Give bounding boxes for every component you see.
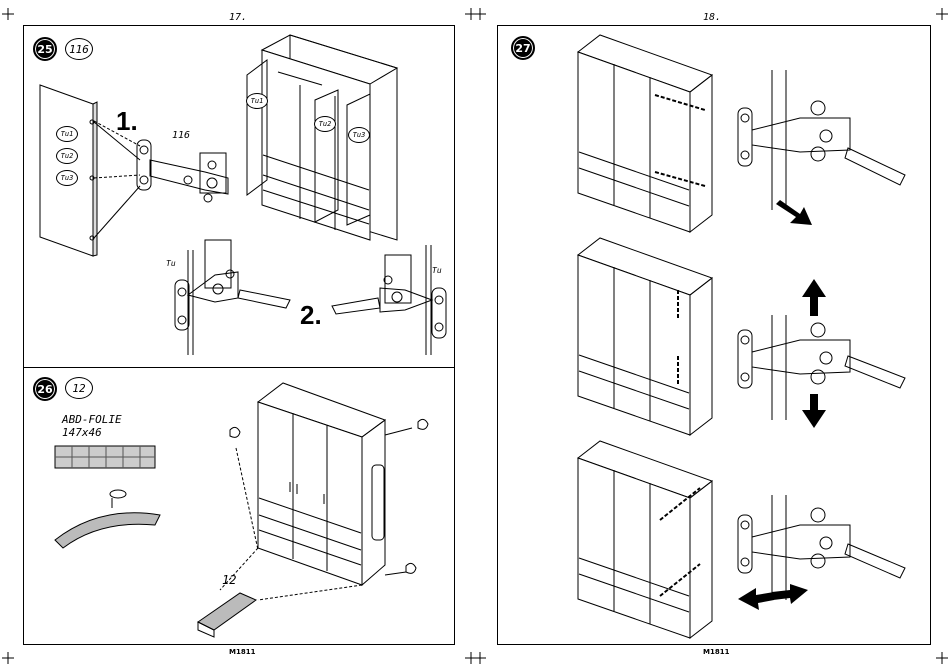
- step-27-illustration: [0, 0, 950, 672]
